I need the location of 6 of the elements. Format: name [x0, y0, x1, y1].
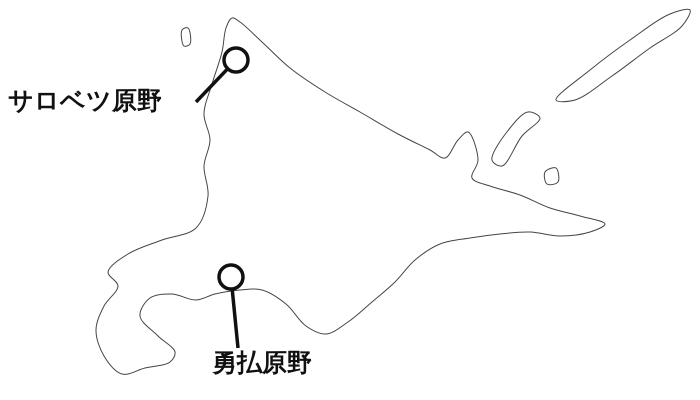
place-label: 勇払原野 [212, 350, 313, 375]
location-circle [222, 46, 250, 74]
leader-line [194, 67, 229, 104]
leader-line [230, 288, 240, 348]
place-label: サロベツ原野 [8, 88, 163, 113]
location-circle [217, 263, 245, 291]
